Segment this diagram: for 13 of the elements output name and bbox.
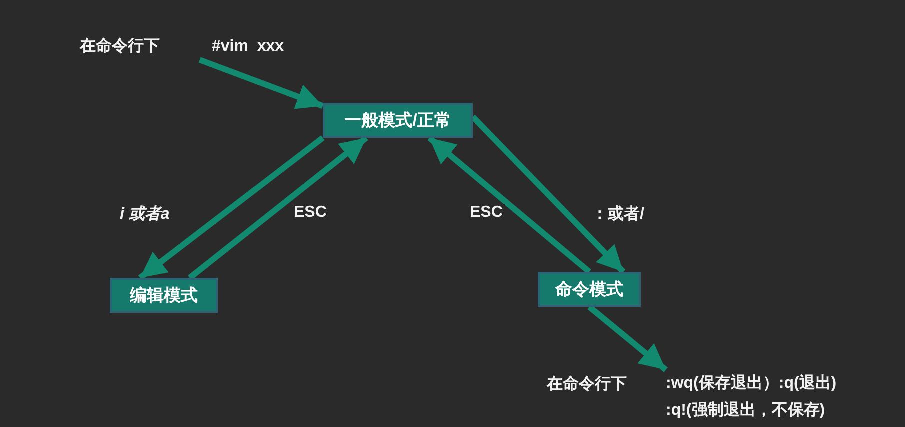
mode-box: 一般模式/正常 bbox=[323, 103, 473, 138]
text-label: :wq(保存退出）:q(退出) bbox=[666, 373, 838, 394]
text-label: #vim xxx bbox=[212, 38, 284, 56]
arrow bbox=[188, 136, 368, 280]
mode-box: 编辑模式 bbox=[110, 278, 218, 313]
arrow bbox=[198, 57, 324, 110]
arrow bbox=[138, 136, 325, 280]
mode-box: 命令模式 bbox=[538, 272, 641, 307]
text-label: :q!(强制退出，不保存) bbox=[666, 400, 826, 421]
arrow bbox=[428, 136, 592, 274]
text-label: 在命令行下 bbox=[547, 374, 627, 395]
arrow bbox=[588, 304, 668, 372]
text-label: 在命令行下 bbox=[80, 36, 160, 57]
